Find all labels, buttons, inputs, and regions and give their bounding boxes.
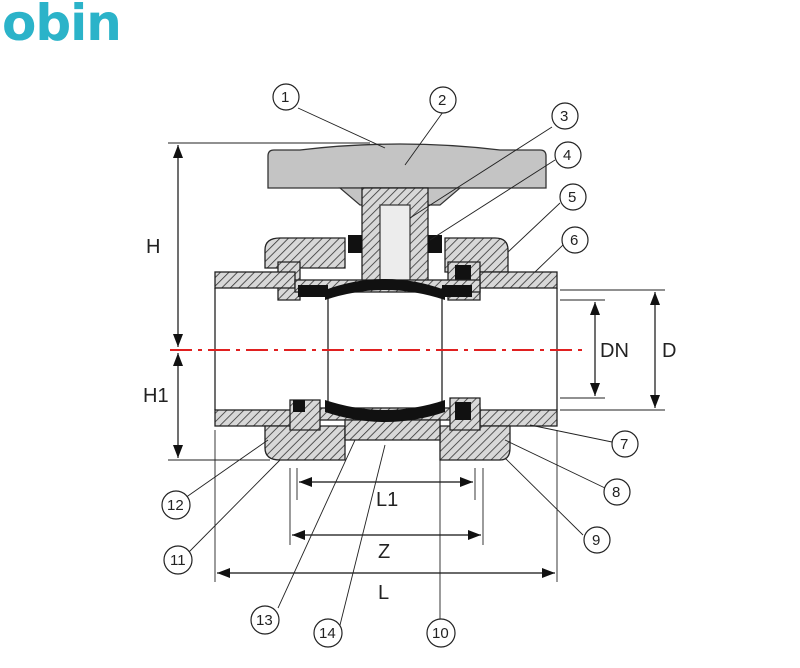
brand-logo: obin [2, 0, 122, 52]
callout-9: 9 [583, 526, 611, 554]
dim-label-L1: L1 [376, 489, 398, 511]
svg-text:3: 3 [560, 108, 568, 125]
callout-3: 3 [551, 102, 579, 130]
callout-2: 2 [429, 86, 457, 114]
dim-label-Z: Z [378, 541, 390, 563]
svg-text:5: 5 [568, 189, 576, 206]
svg-text:8: 8 [612, 484, 620, 501]
svg-text:11: 11 [170, 552, 186, 569]
svg-text:6: 6 [570, 232, 578, 249]
svg-text:13: 13 [256, 612, 273, 629]
callout-14: 14 [313, 618, 343, 648]
dim-label-DN: DN [600, 340, 629, 362]
callout-8: 8 [603, 478, 631, 506]
dim-label-H1: H1 [143, 385, 169, 407]
svg-text:7: 7 [620, 436, 628, 453]
svg-text:12: 12 [167, 497, 184, 514]
callout-6: 6 [561, 226, 589, 254]
svg-text:14: 14 [319, 625, 336, 642]
callout-12: 12 [161, 490, 191, 520]
callout-5: 5 [559, 183, 587, 211]
svg-text:1: 1 [281, 89, 289, 106]
callout-7: 7 [611, 430, 639, 458]
callout-10: 10 [426, 618, 456, 648]
callout-11: 11 [163, 545, 193, 575]
svg-text:4: 4 [563, 147, 571, 164]
svg-text:2: 2 [438, 92, 446, 109]
stem [348, 187, 442, 289]
bottom-union-nuts [264, 397, 511, 461]
ball [298, 279, 472, 422]
dim-label-D: D [662, 340, 676, 362]
svg-text:10: 10 [432, 625, 449, 642]
dim-label-H: H [146, 236, 160, 258]
dimension-lines [168, 142, 665, 582]
callout-13: 13 [250, 605, 280, 635]
callout-4: 4 [554, 141, 582, 169]
leader-lines [184, 107, 613, 626]
svg-text:9: 9 [592, 532, 600, 549]
dim-label-L: L [378, 582, 389, 604]
callout-1: 1 [272, 83, 300, 111]
